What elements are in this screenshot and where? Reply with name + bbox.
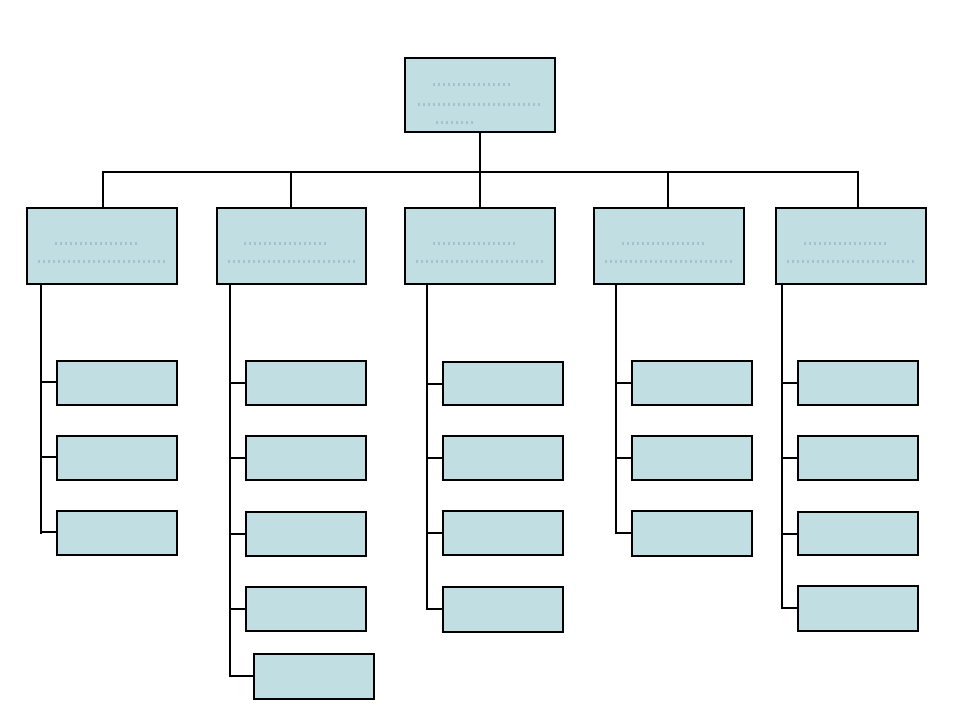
org-node-label [444, 512, 562, 554]
connector-line [667, 171, 669, 209]
org-node-branch-3-child-4[interactable] [442, 586, 564, 633]
org-node-branch-2-child-4[interactable] [245, 586, 367, 632]
connector-line [781, 283, 783, 609]
org-node-branch-4[interactable] [593, 207, 745, 285]
org-node-label [444, 363, 562, 404]
org-node-label [777, 209, 925, 283]
connector-line [615, 283, 617, 534]
org-node-root[interactable] [404, 57, 556, 133]
connector-line [229, 533, 247, 535]
placeholder-text-line [416, 260, 544, 263]
connector-line [615, 457, 633, 459]
org-node-label [406, 59, 554, 131]
org-node-label [799, 437, 917, 479]
connector-line [229, 675, 255, 677]
org-node-label [799, 513, 917, 554]
org-node-branch-2-child-1[interactable] [245, 360, 367, 406]
org-node-branch-4-child-2[interactable] [631, 435, 753, 481]
placeholder-text-line [605, 260, 733, 263]
org-node-branch-2-child-2[interactable] [245, 435, 367, 481]
org-node-label [799, 587, 917, 630]
org-node-label [247, 437, 365, 479]
placeholder-text-line [432, 83, 510, 86]
connector-line [102, 171, 104, 209]
org-node-branch-2-child-5[interactable] [253, 653, 375, 700]
connector-line [615, 532, 633, 534]
placeholder-text-line [417, 103, 543, 106]
org-node-label [444, 588, 562, 631]
connector-line [40, 283, 42, 534]
connector-line [857, 171, 859, 209]
org-node-branch-1-child-1[interactable] [56, 360, 178, 406]
connector-line [479, 171, 481, 209]
org-node-label [799, 362, 917, 404]
connector-line [426, 457, 444, 459]
placeholder-text-line [787, 260, 915, 263]
org-node-branch-1[interactable] [26, 207, 178, 285]
connector-line [229, 283, 231, 677]
org-node-label [406, 209, 554, 283]
placeholder-text-line [432, 242, 517, 245]
org-node-branch-5[interactable] [775, 207, 927, 285]
connector-line [426, 608, 444, 610]
org-node-branch-4-child-3[interactable] [631, 510, 753, 557]
org-node-branch-5-child-4[interactable] [797, 585, 919, 632]
org-node-label [633, 512, 751, 555]
connector-line [40, 531, 58, 533]
org-node-branch-5-child-1[interactable] [797, 360, 919, 406]
org-node-branch-5-child-2[interactable] [797, 435, 919, 481]
connector-line [426, 283, 428, 610]
org-node-branch-1-child-2[interactable] [56, 435, 178, 481]
placeholder-text-line [228, 260, 355, 263]
org-node-branch-3-child-1[interactable] [442, 361, 564, 406]
org-node-label [255, 655, 373, 698]
placeholder-text-line [38, 260, 166, 263]
org-node-label [595, 209, 743, 283]
connector-line [781, 382, 799, 384]
org-node-branch-2-child-3[interactable] [245, 511, 367, 557]
org-node-label [247, 513, 365, 555]
placeholder-text-line [803, 242, 888, 245]
connector-line [781, 533, 799, 535]
org-node-branch-4-child-1[interactable] [631, 360, 753, 406]
connector-line [479, 131, 481, 173]
placeholder-text-line [54, 242, 139, 245]
placeholder-text-line [435, 121, 473, 124]
connector-line [426, 383, 444, 385]
connector-line [40, 381, 58, 383]
placeholder-text-line [244, 242, 329, 245]
connector-line [40, 456, 58, 458]
org-node-label [218, 209, 365, 283]
connector-line [781, 457, 799, 459]
org-node-label [58, 512, 176, 554]
org-node-label [633, 362, 751, 404]
connector-line [229, 382, 247, 384]
connector-line [290, 171, 292, 209]
org-node-branch-3-child-2[interactable] [442, 435, 564, 481]
org-node-label [58, 437, 176, 479]
connector-line [229, 608, 247, 610]
org-node-branch-3-child-3[interactable] [442, 510, 564, 556]
org-node-branch-2[interactable] [216, 207, 367, 285]
org-node-label [58, 362, 176, 404]
org-node-branch-1-child-3[interactable] [56, 510, 178, 556]
org-node-label [633, 437, 751, 479]
placeholder-text-line [621, 242, 706, 245]
org-node-label [247, 362, 365, 404]
org-node-label [28, 209, 176, 283]
connector-line [229, 457, 247, 459]
connector-line [781, 607, 799, 609]
org-node-branch-3[interactable] [404, 207, 556, 285]
connector-line [615, 382, 633, 384]
connector-line [426, 532, 444, 534]
org-node-branch-5-child-3[interactable] [797, 511, 919, 556]
org-node-label [247, 588, 365, 630]
org-node-label [444, 437, 562, 479]
